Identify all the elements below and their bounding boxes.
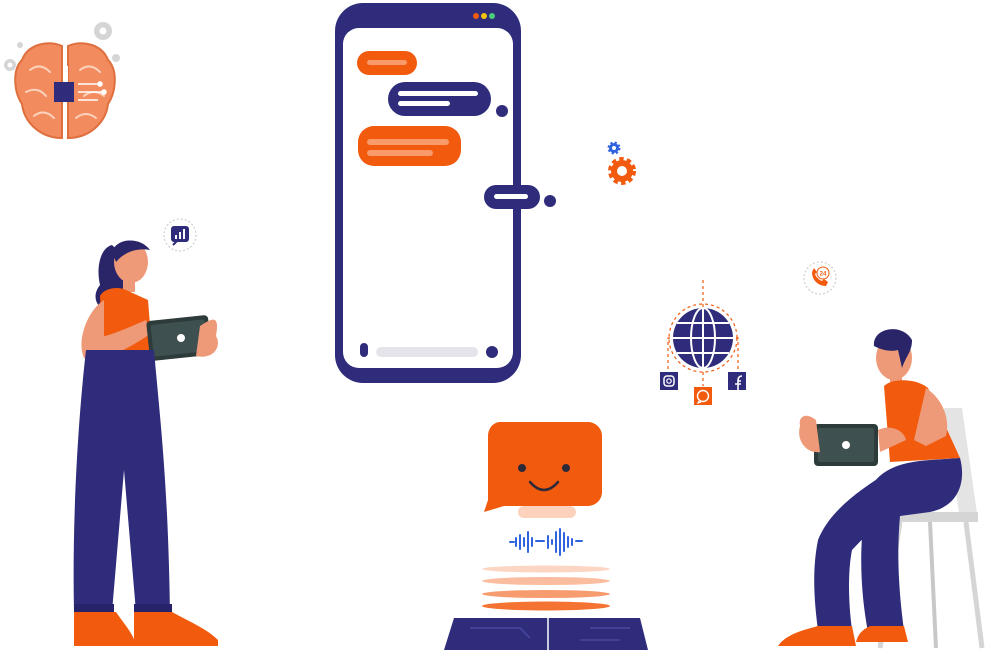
chat-bubble-icon <box>358 126 461 166</box>
hologram-base <box>444 618 648 650</box>
chat-bubble-icon <box>484 185 556 209</box>
instagram-icon <box>660 372 678 390</box>
chat-bubble-icon <box>357 51 417 75</box>
smiling-chat-bot-icon <box>484 422 602 518</box>
whatsapp-icon <box>694 387 712 405</box>
voice-wave-icon <box>509 528 583 556</box>
hologram-rings <box>482 565 610 611</box>
support-hours-label: 24 <box>820 272 827 278</box>
phone-24-icon: 24 <box>803 261 837 295</box>
sitting-man-figure <box>778 329 985 649</box>
gear-icon <box>607 141 636 185</box>
standing-woman-figure <box>73 240 218 646</box>
brain-chip-icon <box>4 22 120 140</box>
globe-icon <box>667 280 739 386</box>
tablet-icon <box>146 315 212 361</box>
gear-icon <box>4 22 120 71</box>
analytics-icon <box>163 218 197 252</box>
tablet-icon <box>814 424 878 466</box>
chat-bubble-icon <box>388 82 508 117</box>
facebook-icon <box>728 372 746 390</box>
smartphone-icon <box>335 3 556 383</box>
